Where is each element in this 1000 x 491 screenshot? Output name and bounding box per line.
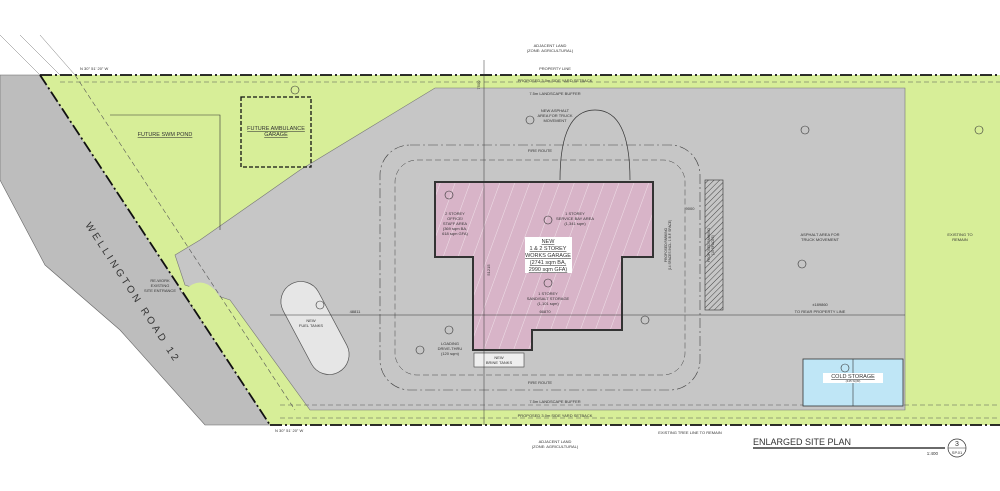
new-asphalt-label: NEW ASPHALT <box>541 108 570 113</box>
asphalt-truck-label-2: TRUCK MOVEMENT <box>801 237 840 242</box>
fuel-tank-island <box>280 281 350 375</box>
to-rear-property-line: TO REAR PROPERTY LINE <box>795 309 846 314</box>
drawing-title: ENLARGED SITE PLAN <box>753 437 851 447</box>
buffer-label: 7.5m LANDSCAPE BUFFER <box>529 91 580 96</box>
garage-label-4: (2741 sqm BA, <box>530 260 567 266</box>
fire-route-inner <box>394 159 686 376</box>
buffer-label-bottom: 7.5m LANDSCAPE BUFFER <box>529 399 580 404</box>
future-swm-pond <box>110 114 221 230</box>
parking-left-label: PROPOSED PARKING <box>664 227 668 262</box>
adjacent-land-zone-bottom: (ZONE: AGRICULTURAL) <box>532 444 579 449</box>
office-label-5: 618 sqm GFA) <box>442 231 468 236</box>
storage-label: 1 STOREY <box>538 291 558 296</box>
entrance-label-3: SITE ENTRANCE <box>144 288 176 293</box>
garage-label: NEW <box>542 239 556 245</box>
dim-48811: 48811 <box>350 309 362 314</box>
storage-label-3: (1,101 sqm) <box>537 301 559 306</box>
fuel-tanks-label-2: FUEL TANKS <box>299 323 323 328</box>
property-line-label: PROPERTY LINE <box>539 66 571 71</box>
dim-7500: 7500 <box>476 80 481 90</box>
ambulance-label-2: GARAGE <box>264 132 288 138</box>
property-lines <box>39 74 1000 426</box>
service-bay-label-2: SERVICE BAY AREA <box>556 216 594 221</box>
adjacent-land-zone: (ZONE: AGRICULTURAL) <box>527 48 574 53</box>
asphalt-truck-label: ASPHALT AREA FOR <box>801 232 840 237</box>
svg-text:ADJACENT LAND(ZONE: AGRICULTUR: ADJACENT LAND(ZONE: AGRICULTURAL) <box>527 43 574 53</box>
existing-remain-label: EXISTING TO <box>947 232 972 237</box>
rear-dim: ±189860 <box>812 302 828 307</box>
service-bay-label: 1 STOREY <box>565 211 585 216</box>
road-alignment-lines <box>0 34 76 76</box>
brine-label-2: BRINE TANKS <box>486 360 513 365</box>
svg-text:PROPOSED PARKING(14 SPACES INC: PROPOSED PARKING(14 SPACES INCL. 1 B.F. … <box>664 220 672 270</box>
fuel-tanks-label: NEW <box>306 318 316 323</box>
drawing-scale: 1:400 <box>927 451 939 456</box>
garage-label-3: WORKS GARAGE <box>525 253 571 259</box>
cold-storage-area: (445 SQM) <box>846 379 861 383</box>
dim-9000: 9000 <box>686 206 696 211</box>
side-setback-label: PROPOSED 3.0m SIDE YARD SETBACK <box>518 78 593 83</box>
parking-right-label: PROPOSED PARKING <box>707 227 711 262</box>
existing-remain-label-2: REMAIN <box>952 237 968 242</box>
parking-right-count: (15 SPACES) <box>711 235 715 255</box>
fire-route-label: FIRE ROUTE <box>528 148 553 153</box>
side-setback-label-bottom: PROPOSED 3.0m SIDE YARD SETBACK <box>518 413 593 418</box>
new-asphalt-label-2: AREA FOR TRUCK <box>537 113 572 118</box>
fire-route-label-bottom: FIRE ROUTE <box>528 380 553 385</box>
future-ambulance-garage <box>240 96 312 168</box>
drawing-number: 3 <box>955 441 959 448</box>
brine-label: NEW <box>494 355 504 360</box>
adjacent-land-label: ADJACENT LAND <box>534 43 567 48</box>
service-bay-label-3: (1,341 sqm) <box>564 221 586 226</box>
cold-storage-label: COLD STORAGE <box>831 374 875 380</box>
bearing-bottom: N 30° 51' 20" W <box>275 428 303 433</box>
svg-text:PROPOSED PARKING(15 SPACES): PROPOSED PARKING(15 SPACES) <box>707 227 715 262</box>
garage-label-2: 1 & 2 STOREY <box>530 246 567 252</box>
office-label: 2 STOREY <box>445 211 465 216</box>
loading-label-3: (120 sqm) <box>441 351 460 356</box>
survey-markers <box>290 85 984 373</box>
parking-stalls <box>704 179 724 311</box>
office-label-2: OFFICE/ <box>447 216 464 221</box>
sheet-number: SP.01 <box>952 450 963 455</box>
loading-label: LOADING <box>441 341 459 346</box>
bearing-top: N 30° 51' 20" W <box>80 66 108 71</box>
dim-building-width: 66870 <box>539 309 551 314</box>
storage-label-2: SAND/SALT STORAGE <box>527 296 570 301</box>
dim-building-depth: 51215 <box>486 264 491 276</box>
swm-pond-label: FUTURE SWM POND <box>138 132 193 138</box>
landscape-island <box>185 282 300 425</box>
loading-label-2: DRIVE-THRU <box>438 346 463 351</box>
office-label-4: (369 sqm BA, <box>443 226 467 231</box>
parking-left-count: (14 SPACES INCL. 1 B.F. SPACE) <box>668 220 672 270</box>
truck-turning-path <box>559 109 631 181</box>
svg-text:ADJACENT LAND(ZONE: AGRICULTUR: ADJACENT LAND(ZONE: AGRICULTURAL) <box>532 439 579 449</box>
office-label-3: STAFF AREA <box>443 221 467 226</box>
brine-tanks <box>473 352 525 368</box>
tree-line-label: EXISTING TREE LINE TO REMAIN <box>658 430 722 435</box>
new-asphalt-label-3: MOVEMENT <box>543 118 567 123</box>
fire-route <box>379 144 701 391</box>
garage-label-5: 2990 sqm GFA) <box>529 267 568 273</box>
ambulance-label: FUTURE AMBULANCE <box>247 126 305 132</box>
adjacent-land-label-bottom: ADJACENT LAND <box>539 439 572 444</box>
entrance-label: RE-WORK <box>150 278 170 283</box>
entrance-label-2: EXISTING <box>151 283 170 288</box>
